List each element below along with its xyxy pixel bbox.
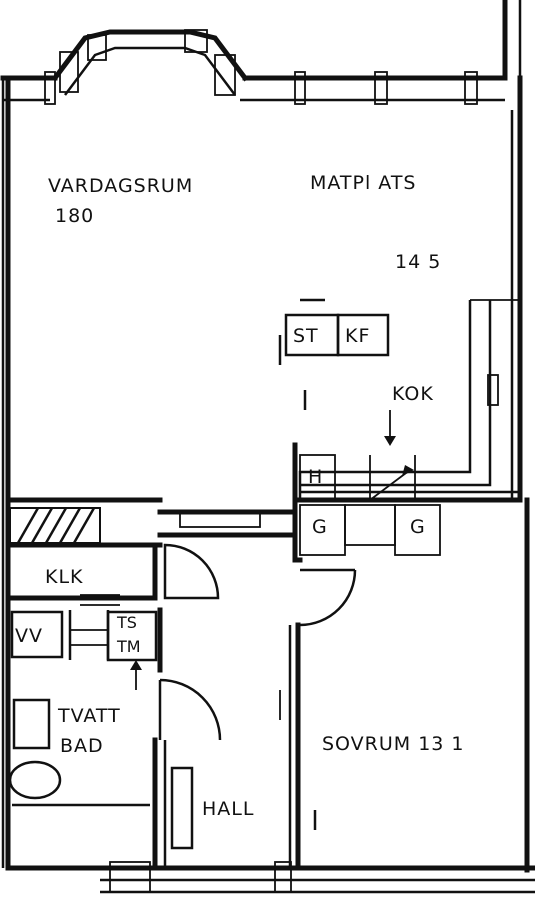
vardagsrum-area: 180 — [55, 205, 94, 227]
st-label: ST — [293, 325, 319, 347]
bath-fixtures — [8, 594, 194, 870]
matplats-area: 14 5 — [395, 251, 441, 273]
vv-label: VV — [15, 625, 43, 647]
kitchen-counter — [298, 299, 520, 501]
sovrum-label: SOVRUM 13 1 — [322, 733, 465, 755]
tvatt-label: TVATT — [57, 705, 121, 727]
doors — [158, 543, 357, 830]
matplats-label: MATPl ATS — [310, 172, 417, 194]
vardagsrum-label: VARDAGSRUM — [48, 175, 193, 197]
st-kf-units — [278, 298, 390, 410]
kok-label: KOK — [392, 383, 434, 405]
g2-label: G — [410, 516, 426, 538]
kf-label: KF — [345, 325, 370, 347]
tm-label: TM — [116, 637, 141, 656]
hall-label: HALL — [202, 798, 254, 820]
klk-label: KLK — [45, 566, 84, 588]
interior-walls — [5, 442, 523, 871]
h-label: H — [308, 466, 323, 488]
windows — [44, 29, 478, 893]
arrows — [130, 410, 414, 690]
hatched-chimney — [9, 507, 101, 544]
ts-label: TS — [116, 613, 137, 632]
bad-label: BAD — [60, 735, 104, 757]
g1-label: G — [312, 516, 328, 538]
g-units — [299, 504, 441, 556]
